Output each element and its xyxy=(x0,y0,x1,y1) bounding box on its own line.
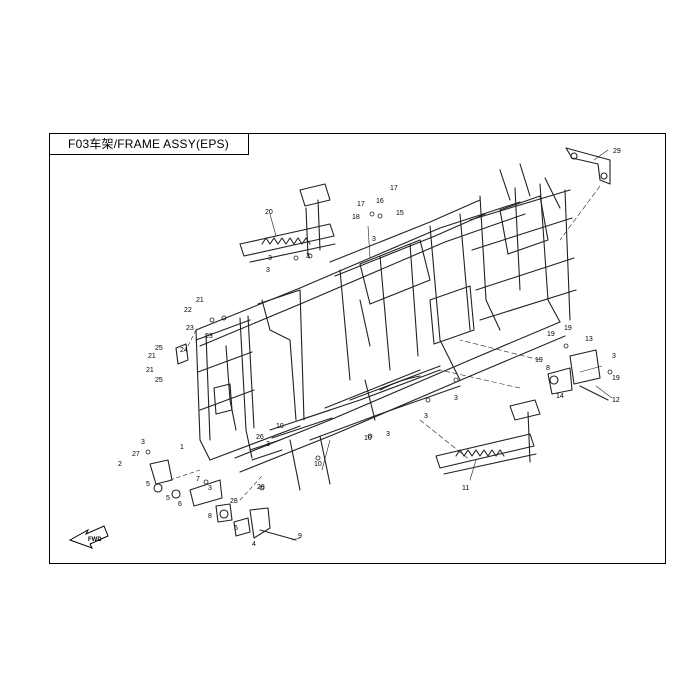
frame-front-section xyxy=(195,289,305,461)
leader-lines xyxy=(169,149,613,541)
part-20-footrest-left xyxy=(239,183,336,263)
part-13-rear-mount xyxy=(547,349,609,401)
callout: 19 xyxy=(612,375,620,382)
part-11-footrest-right xyxy=(435,399,541,475)
callout: 10 xyxy=(364,435,372,442)
callout: 17 xyxy=(390,185,398,192)
callout: 13 xyxy=(585,336,593,343)
callout: 8 xyxy=(208,513,212,520)
callout: 23 xyxy=(205,333,213,340)
callout: 3 xyxy=(386,431,390,438)
callout: 2 xyxy=(118,461,122,468)
callout: 19 xyxy=(564,325,572,332)
part-1-front-mount xyxy=(149,459,223,507)
callout: 28 xyxy=(230,498,238,505)
callout: 25 xyxy=(155,377,163,384)
callout: 27 xyxy=(132,451,140,458)
forward-arrow-icon: FWD xyxy=(68,525,109,549)
callout: 9 xyxy=(298,533,302,540)
callout: 10 xyxy=(276,423,284,430)
callout: 3 xyxy=(454,395,458,402)
callout: 3 xyxy=(268,255,272,262)
callout: 15 xyxy=(396,210,404,217)
callout: 5 xyxy=(146,481,150,488)
callout: 3 xyxy=(612,353,616,360)
callout: 5 xyxy=(234,525,238,532)
callout: 19 xyxy=(547,331,555,338)
callout: 3 xyxy=(306,253,310,260)
callout: 19 xyxy=(535,357,543,364)
callout: 21 xyxy=(146,367,154,374)
callout: 3 xyxy=(372,236,376,243)
callout: 7 xyxy=(196,476,200,483)
part-4-lower-bracket xyxy=(215,503,297,541)
callout: 25 xyxy=(155,345,163,352)
frame-main-rails xyxy=(195,199,566,473)
callout: 16 xyxy=(376,198,384,205)
callout: 29 xyxy=(613,148,621,155)
callout: 23 xyxy=(186,325,194,332)
callout: 17 xyxy=(357,201,365,208)
callout: 3 xyxy=(424,413,428,420)
callout: 3 xyxy=(266,441,270,448)
part-24-side-bracket xyxy=(175,343,189,365)
frame-cross-tubes xyxy=(249,299,421,461)
callout: 3 xyxy=(141,439,145,446)
fwd-label: FWD xyxy=(88,537,102,543)
callout: 21 xyxy=(196,297,204,304)
callout: 26 xyxy=(256,434,264,441)
frame-rear-section xyxy=(429,163,577,381)
frame-center-floor xyxy=(289,239,461,491)
title-box: F03车架/FRAME ASSY(EPS) xyxy=(49,133,249,155)
callout: 22 xyxy=(184,307,192,314)
callout-labels: 29 20 17 17 16 18 15 3 3 3 3 22 21 23 23… xyxy=(118,148,621,548)
diagram-border xyxy=(49,133,666,564)
callout: 10 xyxy=(314,461,322,468)
callout: 28 xyxy=(257,484,265,491)
callout: 11 xyxy=(462,485,469,492)
bolts xyxy=(145,211,613,491)
callout: 24 xyxy=(180,347,188,354)
callout: 5 xyxy=(166,495,170,502)
part-29-rear-bracket xyxy=(565,147,611,185)
callout: 18 xyxy=(352,214,360,221)
callout: 21 xyxy=(148,353,156,360)
callout: 8 xyxy=(546,365,550,372)
diagram-title: F03车架/FRAME ASSY(EPS) xyxy=(68,137,229,151)
callout: 6 xyxy=(178,501,182,508)
callout: 12 xyxy=(612,397,620,404)
callout: 14 xyxy=(556,393,564,400)
callout: 4 xyxy=(252,541,256,548)
callout: 1 xyxy=(180,444,184,451)
callout: 3 xyxy=(208,485,212,492)
callout: 3 xyxy=(266,267,270,274)
callout: 20 xyxy=(265,209,273,216)
